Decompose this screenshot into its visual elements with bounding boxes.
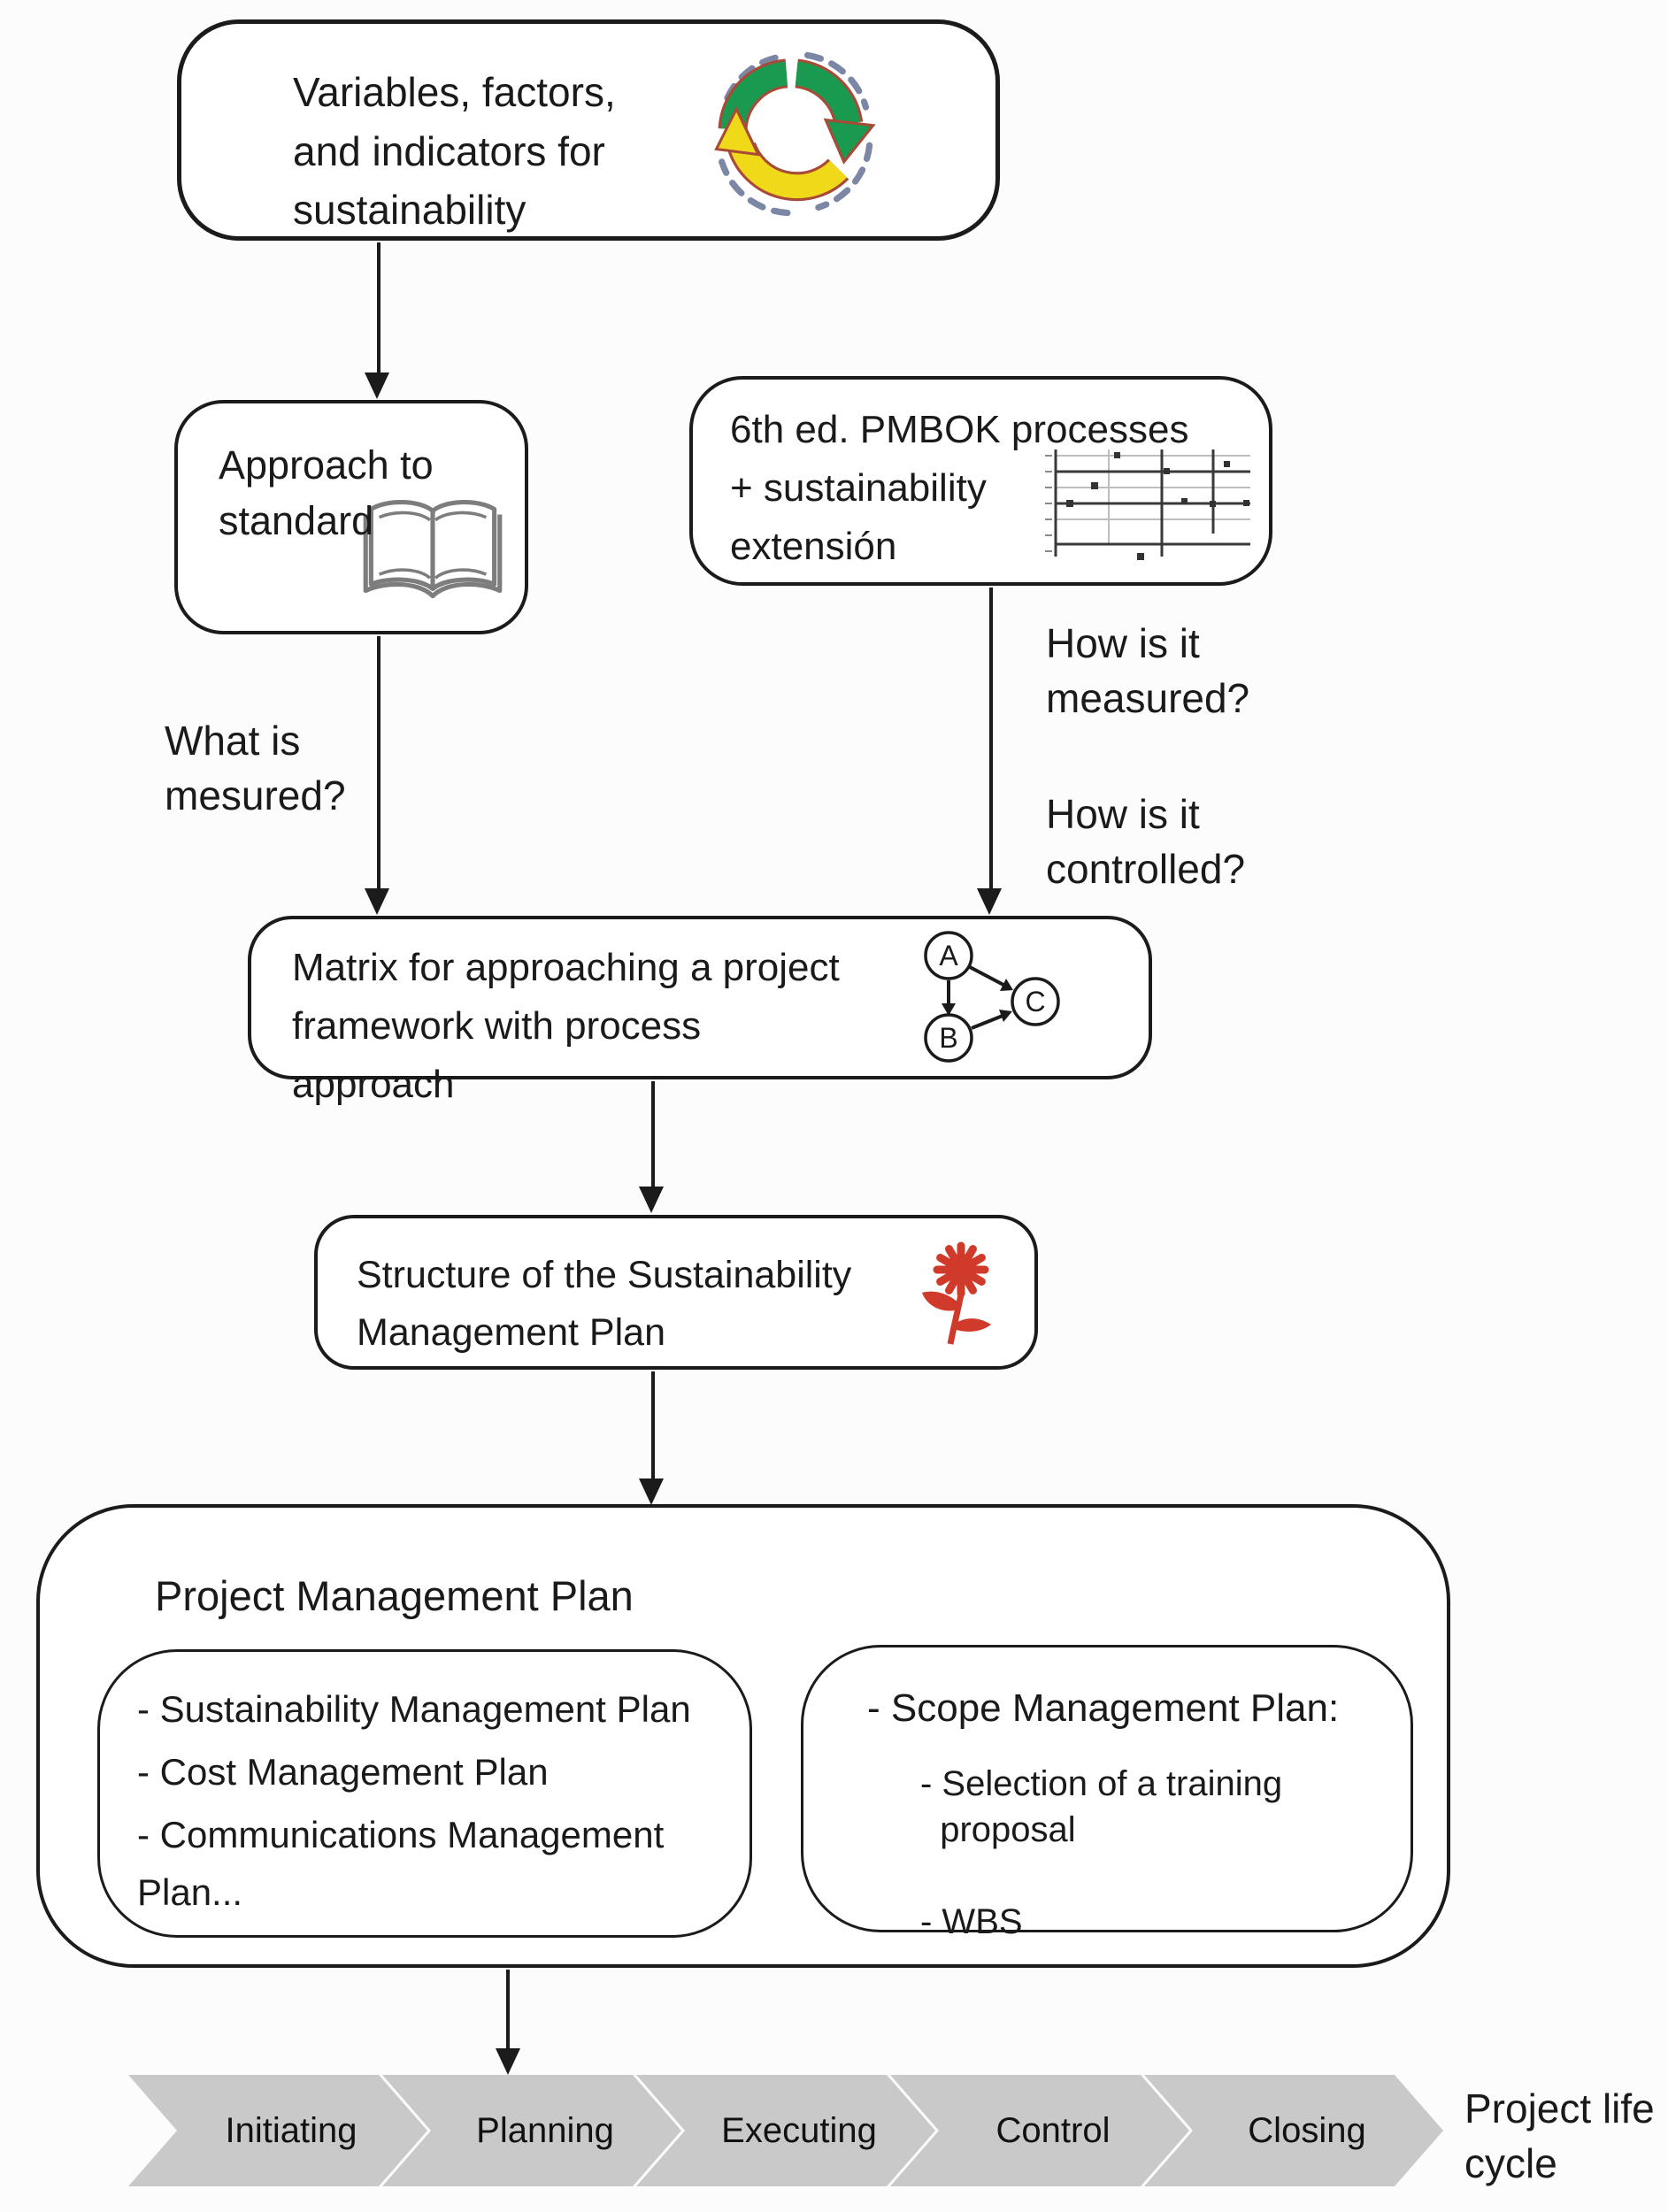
node-b-label: B: [939, 1022, 957, 1054]
arrowhead-pmbok-to-matrix: [977, 888, 1002, 915]
phase-label-executing: Executing: [721, 2110, 877, 2150]
arrowhead-pmp-to-lifecycle: [496, 2048, 520, 2075]
arrowhead-variables-to-approach: [365, 373, 389, 399]
question-how-measured: How is it measured?: [1046, 620, 1250, 722]
node-a-label: A: [939, 940, 958, 972]
scope-item-training-proposal: - Selection of a training proposal: [920, 1764, 1283, 1849]
plan-item-sustainability: - Sustainability Management Plan: [137, 1688, 691, 1730]
matrix-box: Matrix for approaching a project framewo…: [248, 916, 1152, 1106]
plan-item-communications: - Communications Management Plan...: [137, 1814, 665, 1914]
arrowhead-approach-to-matrix: [365, 888, 389, 915]
pmbok-box-label: 6th ed. PMBOK processes + sustainability…: [730, 408, 1189, 568]
structure-box-label: Structure of the Sustainability Manageme…: [357, 1254, 852, 1354]
variables-box-label: Variables, factors, and indicators for s…: [293, 69, 616, 234]
flower-icon: [922, 1241, 991, 1345]
question-how-controlled: How is it controlled?: [1046, 791, 1246, 893]
process-network-icon: A B C: [924, 931, 1060, 1063]
structure-box: Structure of the Sustainability Manageme…: [314, 1215, 1038, 1370]
plans-list-box: - Sustainability Management Plan - Cost …: [97, 1649, 752, 1938]
arrow-structure-to-pmp: [651, 1371, 655, 1479]
phase-chevron-executing: Executing: [636, 2075, 935, 2186]
phase-chevron-initiating: Initiating: [128, 2075, 427, 2186]
scope-plan-box: - Scope Management Plan: - Selection of …: [801, 1645, 1413, 1941]
phase-label-planning: Planning: [476, 2110, 614, 2150]
arrow-pmp-to-lifecycle: [506, 1970, 510, 2049]
node-c-label: C: [1025, 986, 1045, 1018]
arrow-matrix-to-structure: [651, 1081, 655, 1187]
phase-label-closing: Closing: [1248, 2110, 1366, 2150]
matrix-box-label: Matrix for approaching a project framewo…: [292, 946, 840, 1106]
phase-chevron-planning: Planning: [382, 2075, 681, 2186]
plan-item-cost: - Cost Management Plan: [137, 1751, 549, 1793]
arrowhead-matrix-to-structure: [639, 1187, 664, 1213]
lifecycle-caption: Project life cycle: [1464, 2085, 1655, 2187]
open-book-icon: [363, 499, 503, 599]
phase-label-initiating: Initiating: [225, 2110, 357, 2150]
arrowhead-structure-to-pmp: [639, 1479, 664, 1505]
arrow-approach-to-matrix: [377, 636, 380, 889]
question-what-is-measured: What is mesured?: [165, 718, 346, 819]
arrow-variables-to-approach: [377, 242, 380, 373]
variables-box: Variables, factors, and indicators for s…: [177, 19, 1000, 241]
phase-chevron-closing: Closing: [1144, 2075, 1443, 2186]
approach-box-label: Approach to standard: [219, 442, 434, 543]
project-management-plan-box: Project Management Plan - Sustainability…: [36, 1504, 1450, 1968]
phase-label-control: Control: [995, 2110, 1111, 2150]
approach-box: Approach to standard: [174, 400, 528, 634]
phase-chevron-control: Control: [890, 2075, 1189, 2186]
scatter-chart-icon: [1045, 449, 1250, 560]
scope-item-wbs: - WBS: [920, 1902, 1023, 1941]
recycle-icon: [714, 51, 876, 217]
arrow-pmbok-to-matrix: [989, 588, 993, 889]
pmp-title: Project Management Plan: [155, 1572, 634, 1619]
pmbok-box: 6th ed. PMBOK processes + sustainability…: [689, 376, 1272, 586]
scope-plan-title: - Scope Management Plan:: [867, 1686, 1340, 1730]
